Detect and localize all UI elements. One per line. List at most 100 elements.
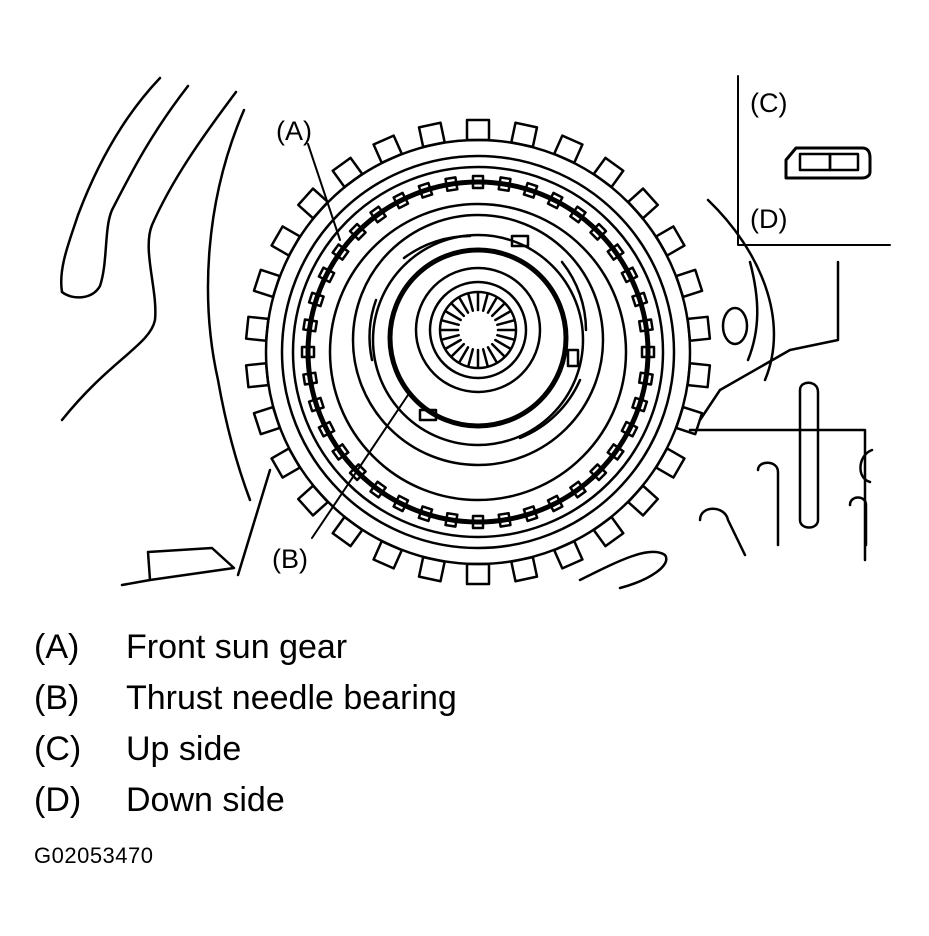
hub-spline-tooth [458,296,470,314]
legend-text: Thrust needle bearing [126,679,457,717]
sun-gear-outer-rim [291,165,665,539]
thrust-needle-bearing [387,247,569,429]
hub-spline-tooth [458,346,470,364]
clutch-outer-teeth [244,118,712,586]
sun-gear-tooth [444,511,459,528]
hub-spline-tooth [441,319,460,327]
clutch-tooth [465,118,491,142]
hub-spline-tooth [494,338,512,350]
hub-splines [439,291,517,369]
sun-gear-tooth [546,494,564,513]
clutch-tooth [626,187,660,220]
sun-gear-tooth [331,443,350,461]
sun-gear-tooth [331,243,350,261]
sun-gear-tooth [546,191,564,210]
bearing-slot-1 [402,234,472,260]
sun-gear-tooth [497,511,512,528]
clutch-tooth [686,315,712,343]
hub-spline-tooth [490,302,506,318]
hub-spline-tooth [490,342,506,358]
legend-row-c: (C) Up side [34,724,457,775]
clutch-tooth [592,156,625,189]
sun-gear-toothed-rim [305,179,651,525]
sun-gear-tooth [417,505,434,523]
sun-gear-tooth [317,266,336,284]
housing-contour-right-arc [706,198,776,382]
sun-gear-tooth [569,205,587,224]
clutch-tooth [654,225,686,257]
sun-gear-tooth [300,345,316,359]
hub-spline-tooth [486,296,498,314]
bearing-outer-race [351,213,605,467]
sun-gear-tooth [606,443,625,461]
hub-spline-tooth [441,333,460,341]
callout-b: (B) [272,544,308,574]
callout-c: (C) [750,88,787,118]
clutch-tooth [331,515,364,548]
clutch-tooth [244,315,270,343]
bearing-tab-2 [566,348,580,368]
hub-spline-tooth [494,310,512,322]
sun-gear-tooth [637,371,654,386]
clutch-tooth [552,134,584,165]
sun-gear-tooth [522,505,539,523]
transmission-diagram: (A) (B) (C) (D) [60,75,891,590]
clutch-tooth [372,539,404,570]
legend-key: (A) [34,628,80,666]
legend-text: Down side [126,781,285,819]
sun-gear-tooth [589,463,608,482]
hub-spline-tooth [450,342,466,358]
clutch-tooth [252,405,282,436]
clutch-tooth [296,484,330,517]
legend-row-a: (A) Front sun gear [34,622,457,673]
hub-spline-tooth [481,348,489,367]
clutch-tooth [510,555,539,583]
sun-gear-tooth [620,266,639,284]
clutch-tooth [244,361,270,389]
clutch-tooth [417,121,446,149]
housing-contour-arc [206,108,252,502]
sun-gear-tooth [637,318,654,333]
callout-a: (A) [276,116,312,146]
clutch-tooth [252,268,282,299]
sun-gear-tooth [369,205,387,224]
sun-gear-tooth [417,181,434,199]
clutch-tooth [626,484,660,517]
bearing-mid-race [371,233,585,447]
bearing-orientation-slot-right [828,152,860,172]
hub-spline-tooth [444,310,462,322]
bearing-slot-3 [518,378,582,440]
bearing-tab-1 [510,234,530,248]
sun-gear-tooth [497,176,512,193]
housing-contour-lower-left [236,468,272,577]
clutch-tooth [674,268,704,299]
housing-bracket [146,546,236,582]
sun-gear-teeth [300,174,656,530]
clutch-tooth [296,187,330,220]
housing-slot-oval [721,306,749,346]
sun-gear-tooth [348,222,367,241]
clutch-tooth [465,562,491,586]
sun-gear-tooth [302,371,319,386]
hub-spline-tooth [450,302,466,318]
clutch-tooth [270,447,302,479]
sun-gear-tooth [631,396,649,413]
housing-contour-left-inner [60,90,238,422]
sun-gear-tooth [471,514,485,530]
legend-row-d: (D) Down side [34,775,457,826]
legend-key: (C) [34,730,82,768]
clutch-tooth [674,405,704,436]
legend: (A) Front sun gear (B) Thrust needle bea… [34,622,457,826]
hub-spline-tooth [486,346,498,364]
sun-gear-tooth [640,345,656,359]
legend-text: Front sun gear [126,628,348,666]
sun-gear-tooth [307,291,325,308]
hub-spline-tooth [467,348,475,367]
inset-frame [737,75,891,246]
clutch-tooth [510,121,539,149]
leader-line-a [307,143,341,241]
clutch-tooth [654,447,686,479]
legend-text: Up side [126,730,242,768]
clutch-tooth [270,225,302,257]
clutch-tooth [686,361,712,389]
